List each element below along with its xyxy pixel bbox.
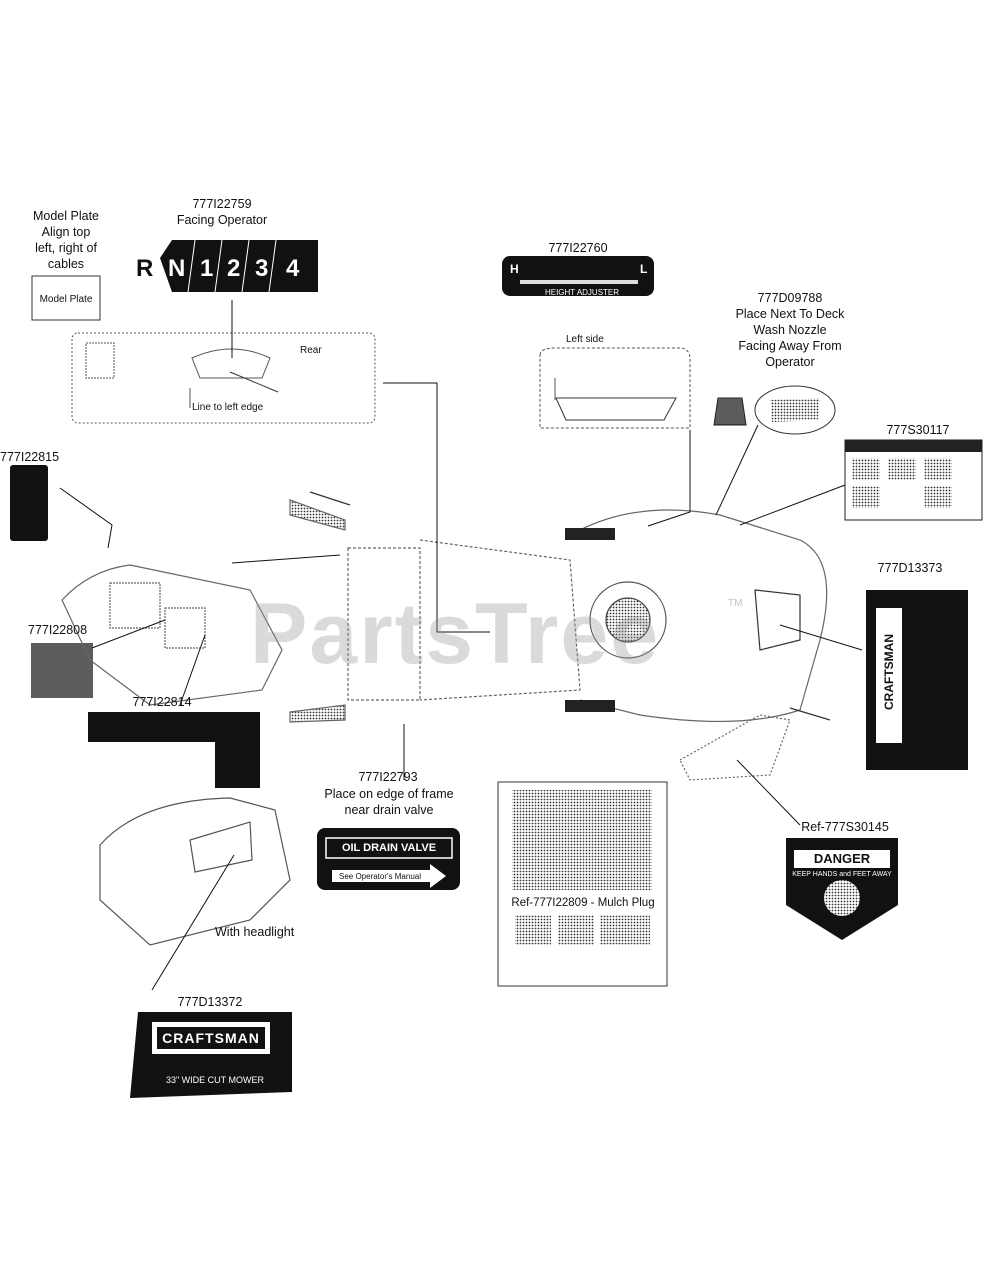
tractor-drawing: [289, 491, 831, 781]
headlight-hood-drawing: [99, 797, 291, 946]
shifter-decal: [160, 239, 318, 293]
oil-drain-note: Place on edge of frame near drain valve: [324, 787, 454, 817]
decal-777I22815: [10, 465, 48, 541]
see-operators-manual-label: See Operator's Manual: [338, 872, 421, 881]
line-to-left-edge-label: Line to left edge: [192, 402, 264, 413]
model-plate-box-label: Model Plate: [39, 294, 93, 305]
part-number-777I22808: 777I22808: [28, 623, 88, 637]
gear-3: 3: [255, 255, 269, 282]
dashboard-drawing: [61, 564, 283, 706]
height-adjuster-label: HEIGHT ADJUSTER: [544, 288, 620, 297]
with-headlight-label: With headlight: [215, 925, 295, 939]
part-number-777I22814: 777I22814: [132, 695, 192, 709]
ref-777S30145: Ref-777S30145: [801, 820, 889, 834]
part-number-777D13373: 777D13373: [877, 561, 943, 575]
gear-2: 2: [227, 255, 241, 282]
rear-label: Rear: [300, 345, 322, 356]
left-side-drawing: [539, 347, 691, 429]
deck-wash-note: Place Next To Deck Wash Nozzle Facing Aw…: [735, 307, 845, 369]
mulch-plug-ref: Ref-777I22809 - Mulch Plug: [511, 897, 655, 909]
decal-777I22808: [31, 643, 93, 698]
part-number-777I22815: 777I22815: [0, 450, 60, 464]
oil-drain-valve-label: OIL DRAIN VALVE: [341, 842, 437, 854]
keep-hands-away-label: KEEP HANDS and FEET AWAY: [792, 871, 892, 878]
mulch-plug-box: [497, 781, 668, 987]
height-scale-h: H: [510, 262, 519, 276]
watermark: PartsTree: [250, 586, 661, 682]
oil-drain-decal: [317, 828, 460, 890]
console-plate-drawing: [71, 300, 376, 424]
height-scale-l: L: [640, 262, 648, 276]
part-number-777I22759: 777I22759: [192, 197, 252, 211]
part-number-777I22760: 777I22760: [548, 241, 608, 255]
wide-cut-mower-label: 33" WIDE CUT MOWER: [165, 1075, 265, 1085]
danger-decal: [786, 838, 898, 940]
decal-777I22814: [88, 712, 260, 788]
height-adjuster-decal: [502, 256, 654, 296]
decal-777D13373: [866, 590, 968, 770]
left-side-label: Left side: [566, 334, 604, 345]
danger-label: DANGER: [813, 851, 871, 866]
safety-decal-777S30117: [844, 439, 983, 521]
watermark-tm: TM: [728, 598, 743, 609]
deck-wash-drawing: [713, 385, 836, 435]
part-number-777D13372: 777D13372: [177, 995, 243, 1009]
decal-777D13372: [130, 1012, 292, 1098]
gear-n: N: [168, 255, 186, 282]
craftsman-label: CRAFTSMAN: [162, 1030, 260, 1046]
model-plate-box: [31, 275, 101, 321]
shifter-gear-labels: R N 1 2 3 4: [136, 255, 316, 285]
part-number-777I22793: 777I22793: [358, 770, 418, 784]
part-number-777D09788: 777D09788: [757, 291, 823, 305]
leader-lines: [59, 382, 863, 991]
craftsman-vertical-label: CRAFTSMAN: [882, 634, 896, 710]
part-number-777S30117: 777S30117: [886, 423, 950, 437]
gear-1: 1: [200, 255, 214, 282]
gear-4: 4: [286, 255, 300, 282]
facing-operator-label: Facing Operator: [176, 213, 268, 227]
model-plate-note: Model Plate Align top left, right of cab…: [32, 209, 99, 271]
gear-r: R: [136, 255, 154, 282]
